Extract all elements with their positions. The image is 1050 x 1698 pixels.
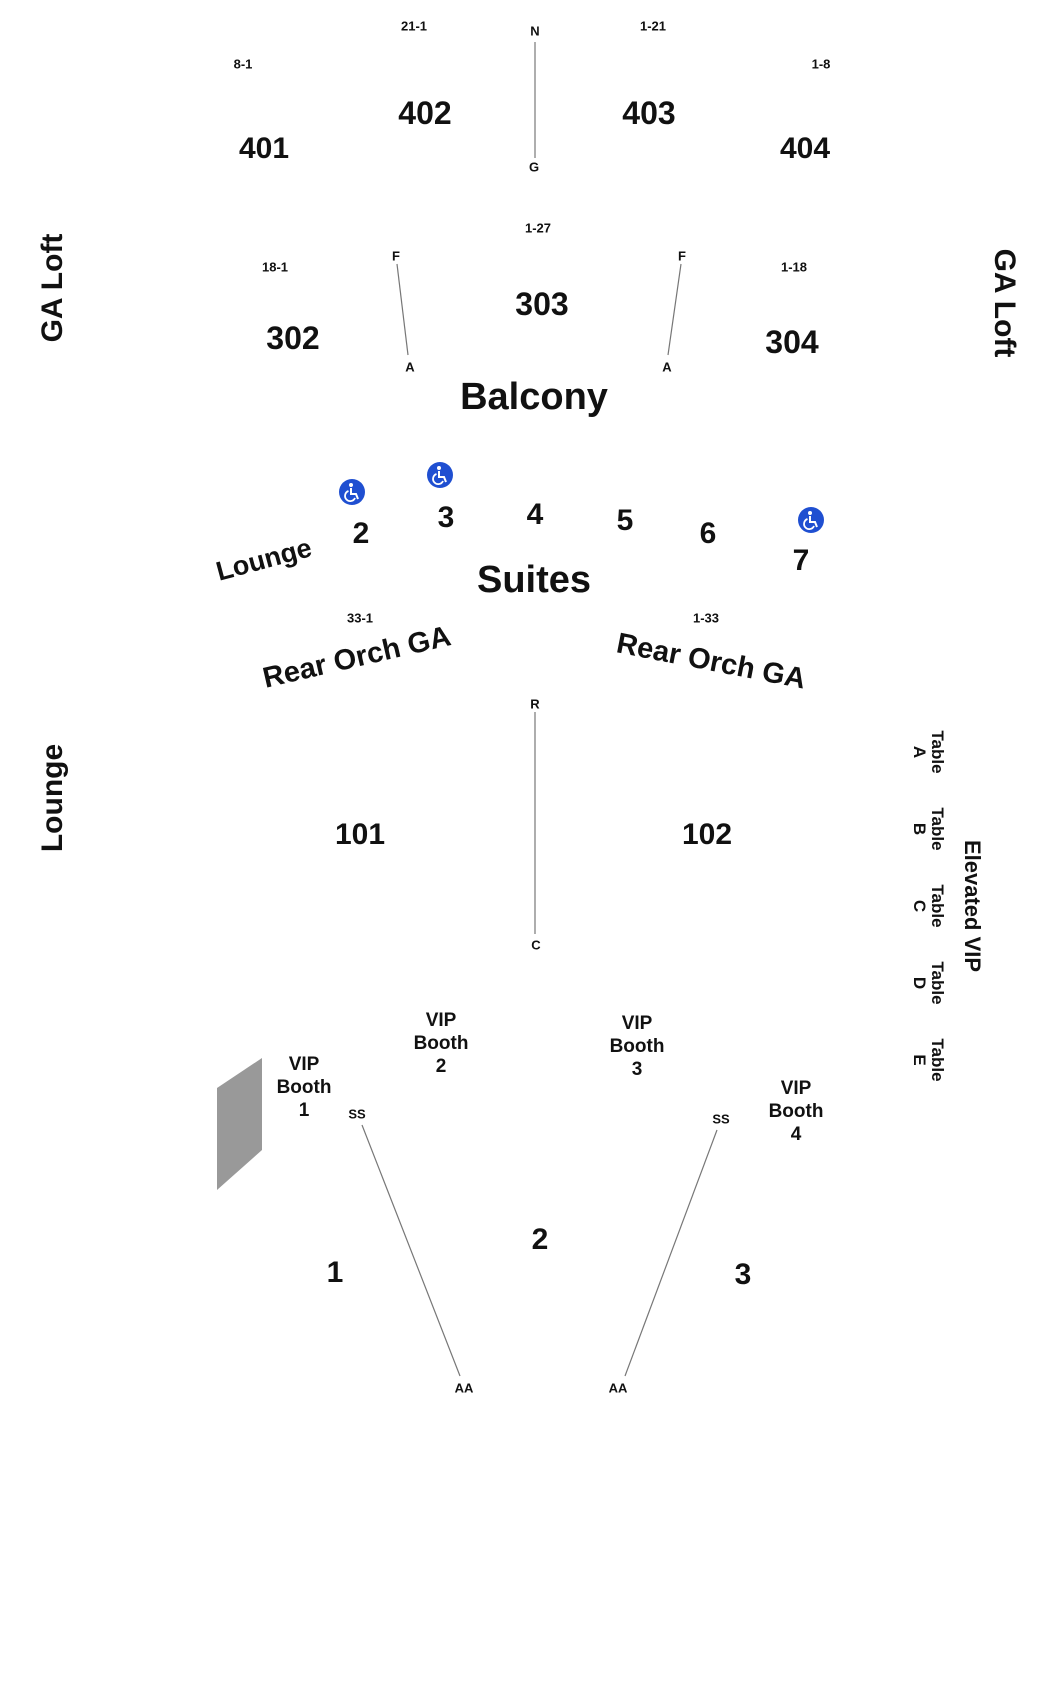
suite-6[interactable]: 6 — [699, 517, 717, 550]
row-label-1-8: 1-8 — [811, 56, 831, 72]
row-label-f-left: F — [392, 248, 400, 264]
vip-booth-1-l2: Booth — [276, 1076, 332, 1098]
table-b-word: Table — [927, 807, 947, 851]
suite-4[interactable]: 4 — [526, 498, 544, 531]
row-label-1-33: 1-33 — [692, 610, 720, 626]
vip-booth-3-l3: 3 — [631, 1058, 643, 1080]
row-label-33-1: 33-1 — [346, 610, 374, 626]
balcony-label: Balcony — [460, 376, 608, 418]
table-e-word: Table — [927, 1038, 947, 1082]
row-label-1-27: 1-27 — [524, 220, 552, 236]
vip-booth-2-l1: VIP — [425, 1009, 457, 1031]
row-label-a-right: A — [662, 359, 672, 375]
section-101[interactable]: 101 — [334, 818, 386, 851]
row-label-aa-right: AA — [608, 1380, 628, 1396]
row-label-18-1: 18-1 — [261, 259, 289, 275]
row-label-r: R — [530, 696, 540, 712]
vip-booth-2-l2: Booth — [413, 1032, 469, 1054]
lounge-left[interactable]: Lounge — [36, 743, 69, 853]
wheelchair-icon — [339, 479, 365, 505]
row-label-f-right: F — [678, 248, 686, 264]
row-label-a-left: A — [405, 359, 415, 375]
section-102[interactable]: 102 — [681, 818, 733, 851]
aisle-line-ss-aa-left — [361, 1124, 461, 1377]
vip-booth-1-l3: 1 — [298, 1099, 310, 1121]
table-a-word: Table — [927, 730, 947, 774]
row-label-g: G — [528, 159, 540, 175]
row-label-n: N — [530, 23, 540, 39]
row-label-ss-right: SS — [712, 1111, 730, 1127]
section-404[interactable]: 404 — [779, 132, 831, 165]
wheelchair-icon — [427, 462, 453, 488]
section-303[interactable]: 303 — [515, 286, 569, 322]
row-label-aa-left: AA — [454, 1380, 474, 1396]
vip-booth-2-l3: 2 — [435, 1055, 447, 1077]
aisle-line-ss-aa-right — [624, 1129, 718, 1377]
row-label-1-21: 1-21 — [639, 18, 667, 34]
suite-2[interactable]: 2 — [352, 517, 370, 550]
row-label-8-1: 8-1 — [233, 56, 253, 72]
vip-booth-4-l3: 4 — [790, 1123, 802, 1145]
suite-3[interactable]: 3 — [437, 501, 455, 534]
stage-block — [217, 1058, 262, 1190]
aisle-line-f-a-right — [667, 263, 682, 356]
ga-loft-right[interactable]: GA Loft — [988, 248, 1021, 358]
row-label-1-18: 1-18 — [780, 259, 808, 275]
floor-section-2[interactable]: 2 — [531, 1223, 549, 1256]
section-401[interactable]: 401 — [238, 132, 290, 165]
table-a-letter: A — [910, 745, 929, 759]
suite-5[interactable]: 5 — [616, 504, 634, 537]
vip-booth-4-l2: Booth — [768, 1100, 824, 1122]
row-label-c: C — [531, 937, 541, 953]
vip-booth-3-l2: Booth — [609, 1035, 665, 1057]
table-e-letter: E — [910, 1054, 929, 1066]
section-402[interactable]: 402 — [398, 95, 452, 131]
suites-label: Suites — [476, 559, 592, 601]
vip-booth-4-l1: VIP — [780, 1077, 812, 1099]
vip-booth-1-l1: VIP — [288, 1053, 320, 1075]
floor-section-1[interactable]: 1 — [326, 1256, 344, 1289]
table-c-word: Table — [927, 884, 947, 928]
vip-booth-3-l1: VIP — [621, 1012, 653, 1034]
section-403[interactable]: 403 — [622, 95, 676, 131]
elevated-vip-label: Elevated VIP — [960, 839, 985, 973]
row-label-21-1: 21-1 — [400, 18, 428, 34]
row-label-ss-left: SS — [348, 1106, 366, 1122]
aisle-line-f-a-left — [396, 263, 409, 356]
table-d-letter: D — [910, 976, 929, 990]
wheelchair-icon — [798, 507, 824, 533]
ga-loft-left[interactable]: GA Loft — [36, 233, 69, 343]
table-b-letter: B — [910, 822, 929, 836]
section-302[interactable]: 302 — [266, 320, 320, 356]
table-d-word: Table — [927, 961, 947, 1005]
floor-section-3[interactable]: 3 — [734, 1258, 752, 1291]
table-c-letter: C — [910, 899, 929, 913]
suite-7[interactable]: 7 — [792, 544, 810, 577]
section-304[interactable]: 304 — [765, 324, 819, 360]
